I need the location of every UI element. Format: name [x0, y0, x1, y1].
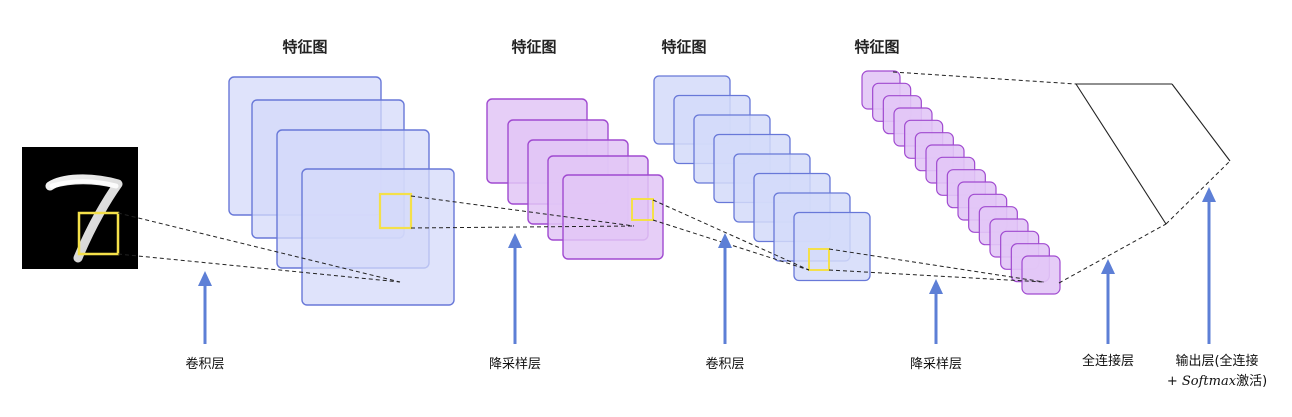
feature-map — [562, 174, 664, 260]
input-image — [22, 147, 138, 269]
up-arrow-icon — [1101, 259, 1115, 344]
conv1-label: 卷积层 — [185, 356, 224, 372]
up-arrow-icon — [198, 271, 212, 344]
conv1-highlight-box — [378, 192, 413, 230]
feature-map-label-1: 特征图 — [282, 38, 327, 56]
digit-seven-stroke — [45, 174, 123, 263]
conv2-feature-maps — [653, 75, 871, 282]
up-arrow-icon — [1202, 187, 1216, 344]
feature-map — [1021, 255, 1061, 295]
conv2-label: 卷积层 — [705, 356, 744, 372]
feature-map-label-3: 特征图 — [661, 38, 706, 56]
conv2-highlight-box — [808, 248, 830, 271]
pool2-feature-maps — [861, 70, 1061, 295]
input-receptive-field — [77, 211, 120, 256]
pool1-label: 降采样层 — [489, 357, 541, 372]
feature-map-label-4: 特征图 — [854, 38, 899, 56]
output-label-line2: + Softmax激活) — [1167, 374, 1267, 389]
pool1-highlight-box — [631, 198, 654, 221]
pool1-feature-maps — [486, 98, 664, 260]
up-arrow-icon — [508, 233, 522, 344]
layer-arrows — [198, 187, 1216, 344]
feature-map — [301, 168, 455, 306]
connection-lines — [117, 71, 1231, 284]
output-label-line1: 输出层(全连接 — [1175, 353, 1258, 369]
conv1-feature-maps — [228, 76, 455, 306]
fc-solid-lines — [1075, 83, 1231, 225]
pool2-label: 降采样层 — [910, 357, 962, 372]
up-arrow-icon — [929, 279, 943, 344]
fc-label: 全连接层 — [1082, 353, 1134, 369]
feature-map-label-2: 特征图 — [511, 38, 556, 56]
feature-map — [793, 211, 871, 282]
up-arrow-icon — [718, 233, 732, 344]
